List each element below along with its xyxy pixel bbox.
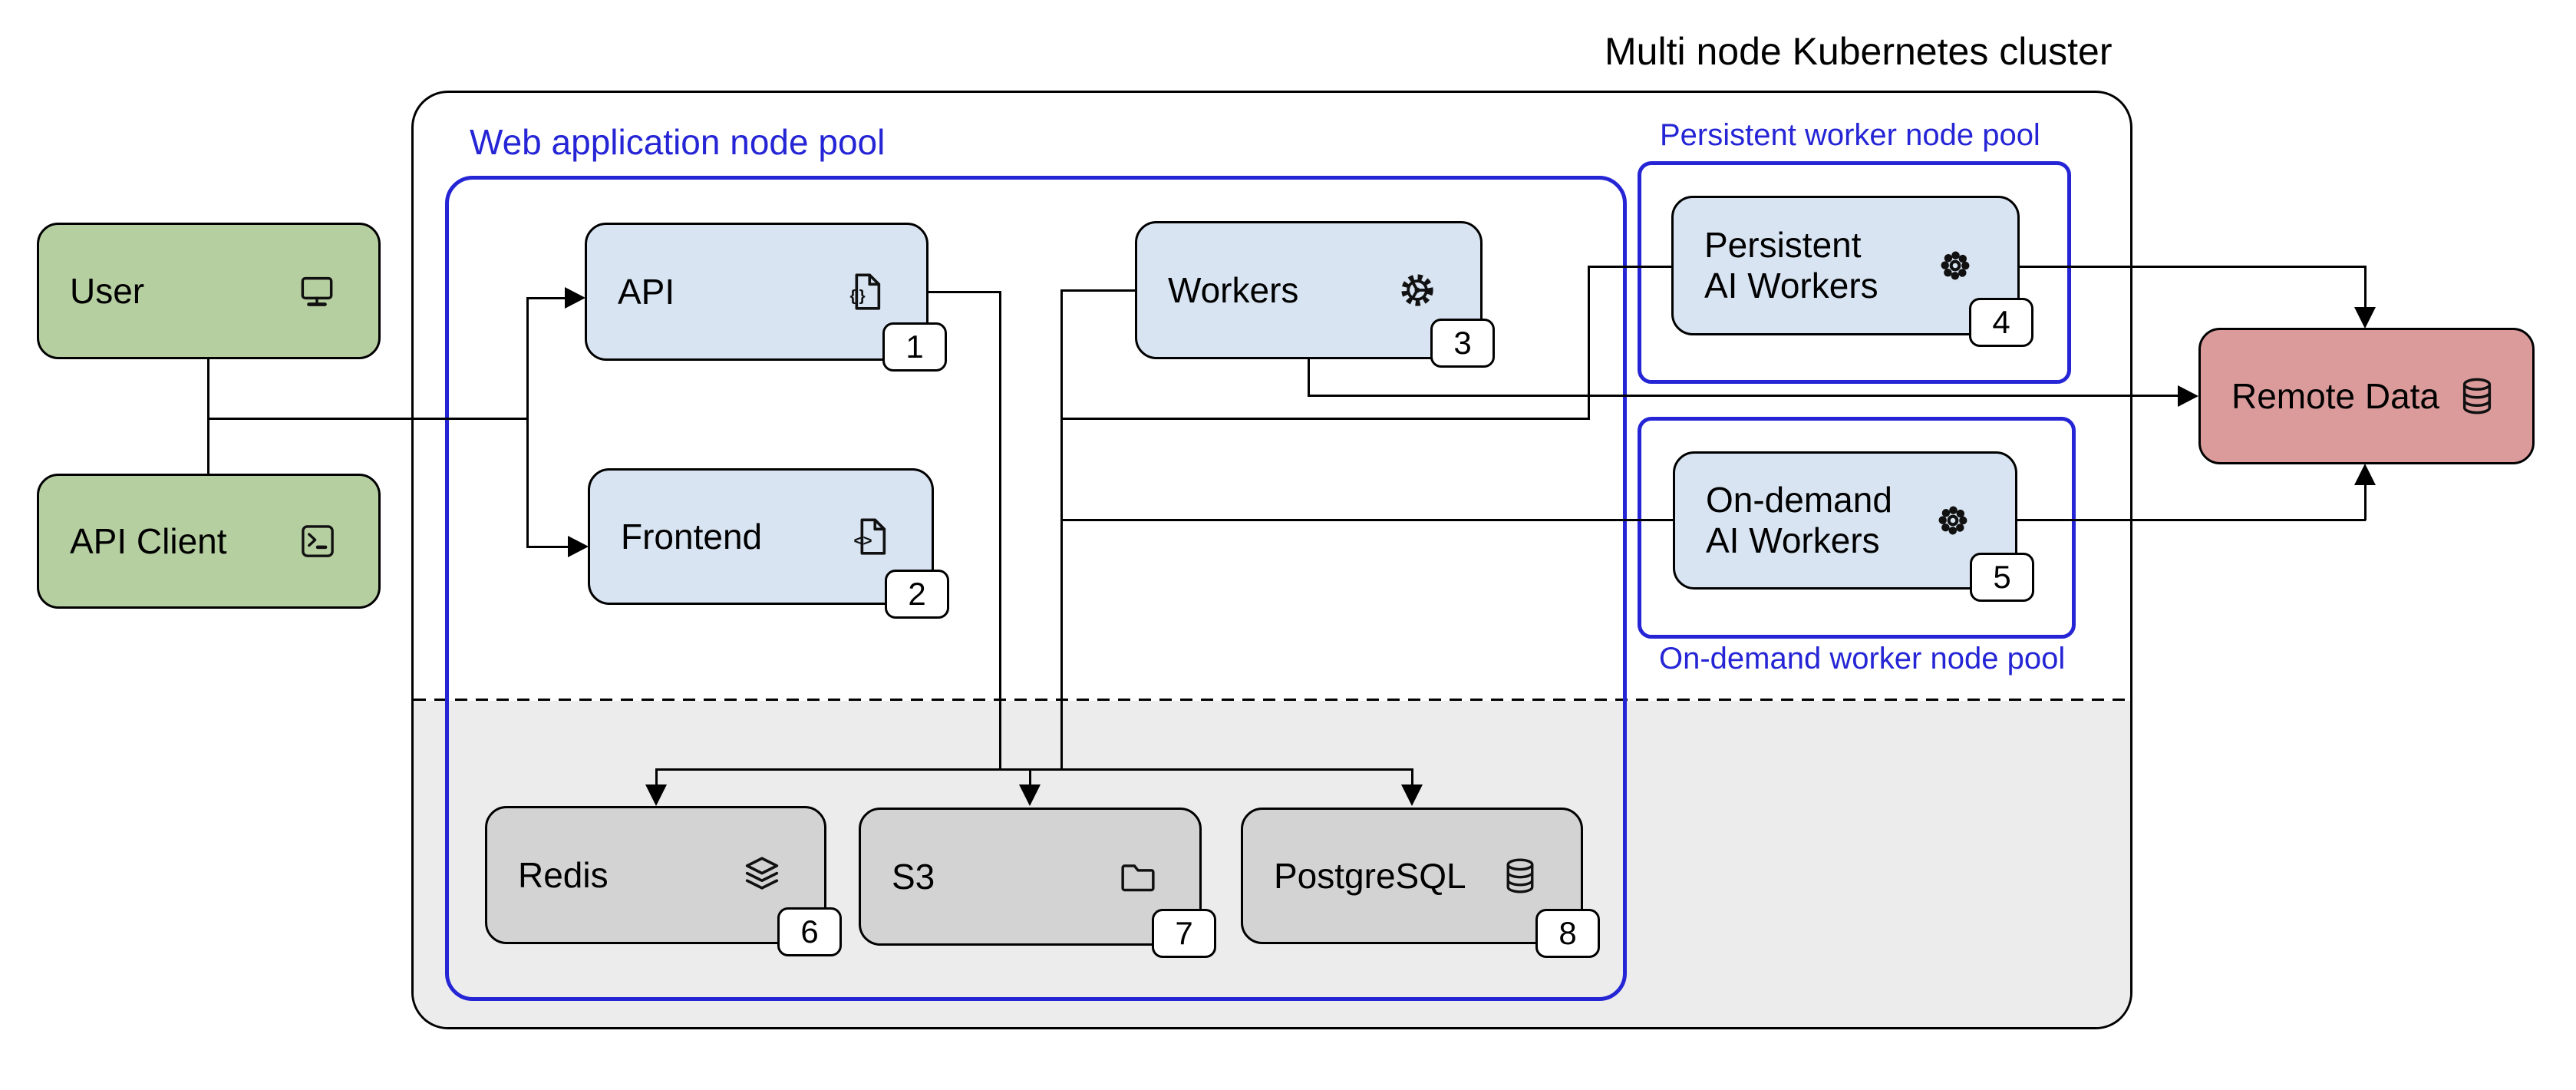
ondemand-pool-label: On-demand worker node pool <box>1659 642 2066 675</box>
connector <box>526 297 529 548</box>
arrowhead <box>2354 464 2376 485</box>
node-label: API Client <box>70 520 227 561</box>
node-redis: Redis <box>485 806 826 944</box>
cog-icon <box>1941 251 1970 280</box>
connector <box>2016 519 2366 521</box>
svg-text:{ }: { } <box>849 287 865 305</box>
node-label: On-demand AI Workers <box>1706 480 1892 560</box>
connector <box>999 291 1001 771</box>
connector <box>1060 418 1590 420</box>
connector <box>1061 289 1135 292</box>
arrowhead <box>2178 385 2198 407</box>
connector <box>2364 484 2367 520</box>
node-label: API <box>618 271 675 312</box>
connector <box>1060 289 1063 771</box>
on-demand-worker-node-pool <box>1638 417 2076 639</box>
arrowhead <box>2354 307 2376 329</box>
badge-6: 6 <box>777 907 842 956</box>
node-ondemand-ai-workers: On-demand AI Workers <box>1673 451 2017 590</box>
file-code-icon: { } <box>849 273 881 310</box>
connector <box>526 297 565 299</box>
arrowhead <box>645 784 667 806</box>
connector <box>1588 266 1590 419</box>
connector <box>1588 266 1672 268</box>
badge-5: 5 <box>1970 553 2034 602</box>
connector <box>1060 519 1674 521</box>
persistent-worker-node-pool <box>1638 161 2071 384</box>
badge-2: 2 <box>885 570 949 619</box>
node-s3: S3 <box>859 808 1202 946</box>
connector <box>1308 359 1310 397</box>
badge-1: 1 <box>882 322 947 372</box>
svg-text:<>: <> <box>854 532 872 550</box>
badge-3: 3 <box>1430 319 1495 368</box>
gear-icon <box>1401 274 1433 306</box>
badge-7: 7 <box>1152 909 1216 958</box>
node-postgresql: PostgreSQL <box>1241 808 1583 944</box>
node-label: Workers <box>1168 269 1299 310</box>
layers-icon <box>745 857 779 890</box>
node-label: Persistent AI Workers <box>1704 225 1878 306</box>
cog-icon <box>1938 506 1967 535</box>
node-api-client: API Client <box>37 474 381 609</box>
arrowhead <box>1401 784 1423 806</box>
connector <box>1029 768 1031 784</box>
node-label: Frontend <box>621 516 763 557</box>
node-api: API { } <box>585 223 928 361</box>
node-workers: Workers <box>1135 221 1483 359</box>
connector <box>2018 266 2365 268</box>
zone-divider-dashed-line <box>414 699 2130 701</box>
node-label: Remote Data <box>2231 375 2440 416</box>
node-label: PostgreSQL <box>1274 855 1466 896</box>
node-label: S3 <box>892 856 935 897</box>
database-icon <box>1506 858 1534 893</box>
node-label: User <box>70 270 145 311</box>
connector <box>526 546 568 548</box>
web-application-node-pool <box>445 176 1627 1001</box>
folder-icon <box>1121 864 1155 892</box>
node-remote-data: Remote Data <box>2198 328 2535 464</box>
badge-4: 4 <box>1969 298 2033 347</box>
terminal-icon <box>302 525 334 557</box>
badge-8: 8 <box>1535 909 1600 958</box>
node-label: Redis <box>518 854 609 895</box>
node-frontend: Frontend <> <box>588 468 934 605</box>
connector <box>655 768 658 784</box>
connector <box>207 359 209 474</box>
connector <box>207 418 528 420</box>
node-persistent-ai-workers: Persistent AI Workers <box>1671 196 2020 335</box>
database-icon <box>2462 378 2492 415</box>
arrowhead <box>568 536 589 557</box>
web-pool-label: Web application node pool <box>470 122 886 162</box>
connector <box>2364 266 2367 309</box>
monitor-icon <box>301 276 333 306</box>
connector <box>656 768 1413 771</box>
node-user: User <box>37 223 381 359</box>
persistent-pool-label: Persistent worker node pool <box>1660 118 2040 152</box>
arrowhead <box>1019 784 1041 806</box>
connector <box>1308 395 2178 397</box>
file-code-icon: <> <box>854 518 886 555</box>
connector <box>928 291 1001 293</box>
arrowhead <box>565 287 585 309</box>
connector <box>1411 768 1413 784</box>
diagram-title: Multi node Kubernetes cluster <box>1605 30 2113 73</box>
